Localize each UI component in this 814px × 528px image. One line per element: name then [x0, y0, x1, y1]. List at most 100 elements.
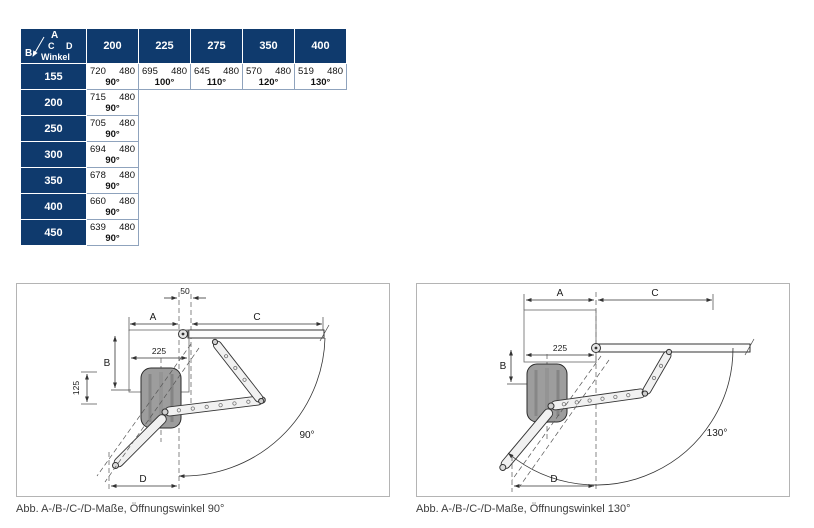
col-header: 225	[138, 28, 191, 64]
empty-cell	[138, 167, 191, 194]
angle-value: 100°	[154, 76, 175, 88]
empty-cell	[294, 219, 347, 246]
dim-label-225: 225	[152, 346, 166, 356]
empty-cell	[138, 193, 191, 220]
empty-cell	[242, 167, 295, 194]
empty-cell	[294, 115, 347, 142]
row-header: 155	[20, 63, 87, 90]
c-value: 694	[90, 143, 106, 155]
row-header: 400	[20, 193, 87, 220]
dim-label-a: A	[150, 312, 157, 323]
empty-cell	[294, 193, 347, 220]
empty-cell	[294, 141, 347, 168]
diagram-90: 50 A C 225 B 125	[16, 283, 390, 497]
data-cell: 660 480 90°	[86, 193, 139, 220]
c-value: 705	[90, 117, 106, 129]
c-value: 570	[246, 65, 262, 77]
empty-cell	[138, 141, 191, 168]
empty-cell	[242, 141, 295, 168]
empty-cell	[138, 89, 191, 116]
opening-arc	[178, 337, 326, 479]
d-value: 480	[119, 143, 135, 155]
d-value: 480	[119, 117, 135, 129]
empty-cell	[242, 115, 295, 142]
corner-label-a: A	[51, 30, 59, 41]
empty-cell	[190, 219, 243, 246]
data-cell: 695 480 100°	[138, 63, 191, 90]
dim-label-d: D	[550, 474, 557, 485]
gate-open-line	[511, 355, 602, 481]
empty-cell	[294, 89, 347, 116]
col-header: 350	[242, 28, 295, 64]
empty-cell	[190, 167, 243, 194]
header-row: A C D Winkel B 200 225 275 350 400	[20, 28, 347, 64]
c-value: 639	[90, 221, 106, 233]
row-header: 350	[20, 167, 87, 194]
angle-value: 130°	[310, 76, 331, 88]
axis-diagonal-arrow-icon	[32, 36, 45, 57]
diagram-130-drawing: A C 225 B	[499, 288, 755, 492]
angle-value: 90°	[105, 232, 120, 244]
data-cell: 639 480 90°	[86, 219, 139, 246]
gate-open-line	[96, 343, 192, 477]
diagram-90-drawing: 50 A C 225 B 125	[71, 286, 330, 492]
row-header: 450	[20, 219, 87, 246]
link-arm	[211, 338, 265, 405]
gate-open-line	[519, 359, 610, 487]
d-value: 480	[171, 65, 187, 77]
gate-open-line	[104, 347, 200, 483]
angle-value: 90°	[105, 102, 120, 114]
dim-label-225: 225	[553, 343, 567, 353]
dim-label-125: 125	[71, 381, 81, 395]
d-value: 480	[327, 65, 343, 77]
dim-label-d: D	[139, 474, 146, 485]
row-header: 300	[20, 141, 87, 168]
operator-arm-open	[499, 408, 554, 471]
c-value: 519	[298, 65, 314, 77]
table-row: 400 660 480 90°	[20, 193, 347, 220]
row-header: 200	[20, 89, 87, 116]
row-header: 250	[20, 115, 87, 142]
c-value: 695	[142, 65, 158, 77]
empty-cell	[242, 193, 295, 220]
dim-label-b: B	[104, 358, 111, 369]
gate-leaf	[597, 343, 751, 353]
table-row: 250 705 480 90°	[20, 115, 347, 142]
d-value: 480	[223, 65, 239, 77]
corner-label-d: D	[66, 41, 73, 51]
link-arm	[641, 348, 673, 397]
c-value: 715	[90, 91, 106, 103]
c-value: 678	[90, 169, 106, 181]
empty-cell	[242, 89, 295, 116]
angle-value: 90°	[105, 180, 120, 192]
dim-label-c: C	[651, 288, 658, 299]
d-value: 480	[275, 65, 291, 77]
d-value: 480	[119, 195, 135, 207]
corner-label-c: C	[48, 41, 55, 51]
c-value: 720	[90, 65, 106, 77]
c-value: 660	[90, 195, 106, 207]
empty-cell	[138, 115, 191, 142]
opening-arc	[507, 347, 734, 486]
gate-leaf	[187, 329, 325, 339]
col-header: 275	[190, 28, 243, 64]
empty-cell	[138, 219, 191, 246]
table-row: 450 639 480 90°	[20, 219, 347, 246]
corner-label-winkel: Winkel	[41, 52, 70, 62]
angle-value: 90°	[105, 206, 120, 218]
d-value: 480	[119, 221, 135, 233]
empty-cell	[242, 219, 295, 246]
data-cell: 705 480 90°	[86, 115, 139, 142]
operator-arm-open	[112, 414, 167, 469]
diagram-90-caption: Abb. A-/B-/C-/D-Maße, Öffnungswinkel 90°	[16, 503, 225, 515]
angle-value: 90°	[105, 128, 120, 140]
dim-label-b: B	[500, 361, 507, 372]
data-cell: 519 480 130°	[294, 63, 347, 90]
angle-value: 120°	[258, 76, 279, 88]
